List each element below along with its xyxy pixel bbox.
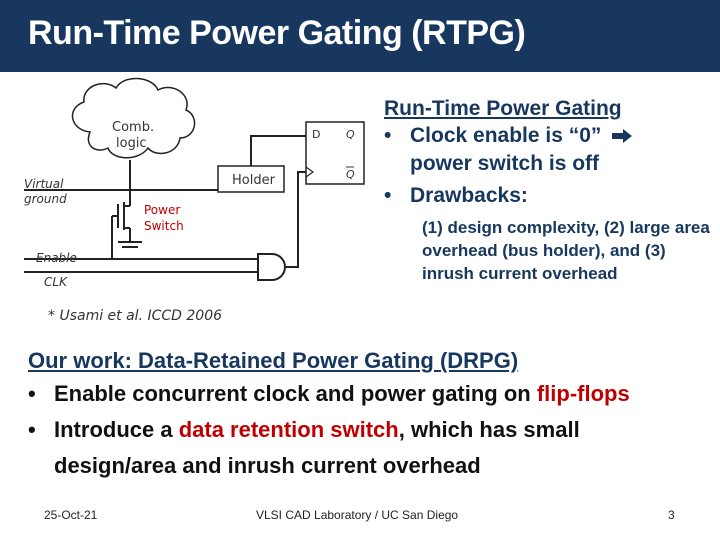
bullet-clock-enable: • Clock enable is “0” power switch is of…	[384, 122, 714, 178]
drpg-heading: Our work: Data-Retained Power Gating (DR…	[28, 348, 519, 373]
bullet-drawbacks-text: Drawbacks:	[410, 184, 528, 207]
holder-label: Holder	[232, 173, 276, 188]
ff-q-label: Q	[346, 128, 355, 141]
bullet-dot: •	[384, 184, 392, 207]
bullet-retention-post: , which has small design/area and inrush…	[54, 417, 580, 478]
bullet-drawbacks: • Drawbacks:	[384, 182, 714, 210]
bullet-clock-enable-text: Clock enable is “0”	[410, 124, 602, 147]
rtpg-description: Run-Time Power Gating • Clock enable is …	[384, 96, 714, 285]
slide-title: Run-Time Power Gating (RTPG)	[28, 14, 526, 52]
cloud-label-2: logic	[116, 136, 147, 151]
virtual-ground-label-1: Virtual	[24, 177, 64, 191]
flip-flop-box	[305, 121, 365, 185]
comb-logic-cloud	[71, 77, 196, 159]
bullet-retention-pre: Introduce a	[54, 417, 179, 442]
citation: * Usami et al. ICCD 2006	[48, 308, 222, 324]
drawbacks-detail: (1) design complexity, (2) large area ov…	[422, 218, 710, 283]
enable-label: Enable	[36, 251, 77, 265]
retention-switch-emphasis: data retention switch	[178, 417, 399, 442]
power-switch-label-1: Power	[144, 203, 180, 217]
flip-flops-emphasis: flip-flops	[536, 381, 630, 406]
rtpg-heading: Run-Time Power Gating	[384, 97, 622, 120]
bullet-dot: •	[28, 417, 36, 442]
bullet-retention-switch: • Introduce a data retention switch, whi…	[28, 412, 708, 484]
cloud-label-1: Comb.	[112, 120, 154, 135]
bullet-concurrent-gating: • Enable concurrent clock and power gati…	[28, 376, 708, 412]
bullet-concurrent-text: Enable concurrent clock and power gating…	[54, 381, 537, 406]
footer-date: 25-Oct-21	[44, 508, 98, 522]
bullet-dot: •	[28, 381, 36, 406]
power-switch-transistor	[111, 190, 142, 259]
footer-lab: VLSI CAD Laboratory / UC San Diego	[256, 508, 459, 522]
footer-page-number: 3	[668, 508, 675, 522]
right-arrow-icon	[612, 129, 633, 144]
clk-label: CLK	[44, 275, 68, 289]
drpg-section: Our work: Data-Retained Power Gating (DR…	[28, 346, 708, 484]
ff-d-label: D	[312, 128, 320, 141]
and-gate	[257, 253, 286, 281]
ff-qbar-label: Q	[346, 168, 355, 181]
title-bar: Run-Time Power Gating (RTPG)	[0, 0, 720, 72]
bullet-power-switch-text: power switch is off	[410, 152, 600, 175]
power-switch-label-2: Switch	[144, 219, 184, 233]
holder-box	[217, 165, 285, 193]
bullet-dot: •	[384, 124, 392, 147]
rtpg-circuit-diagram: Comb. logic Virtual ground Power Switch …	[24, 77, 365, 324]
virtual-ground-label-2: ground	[24, 192, 67, 206]
